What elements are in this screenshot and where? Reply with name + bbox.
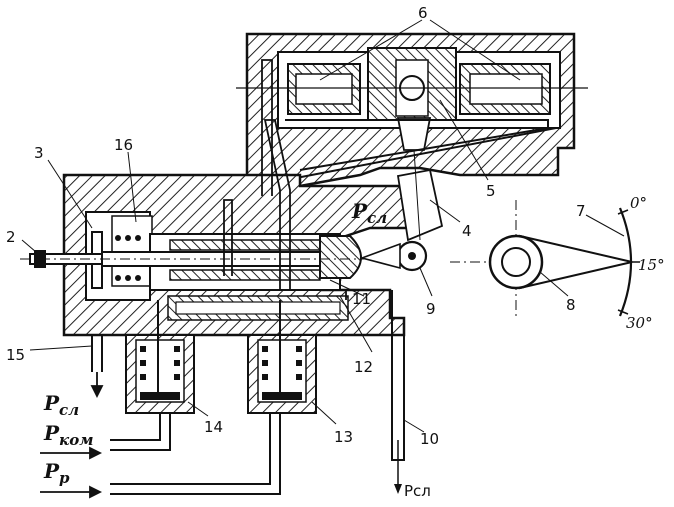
label-6: 6 — [418, 4, 428, 22]
p-kom: Pком — [43, 421, 93, 449]
leader-lines — [21, 19, 625, 433]
scale-0-deg: 0° — [630, 194, 647, 212]
label-16: 16 — [114, 136, 133, 154]
p-sl-bottom: Pсл — [404, 482, 431, 500]
pressure-labels: Pсл Pсл Pком Pр Pсл — [43, 199, 431, 500]
pipes — [91, 335, 281, 495]
label-4: 4 — [462, 222, 472, 240]
label-5: 5 — [486, 182, 496, 200]
label-8: 8 — [566, 296, 576, 314]
label-12: 12 — [354, 358, 373, 376]
angle-scale: 0° 15° 30° — [626, 194, 665, 332]
label-15: 15 — [6, 346, 25, 364]
p-sl-inner: Pсл — [351, 199, 387, 227]
callout-labels: 2 3 16 6 5 4 7 8 9 11 12 10 13 14 15 — [6, 4, 586, 448]
label-9: 9 — [426, 300, 436, 318]
main-housing — [20, 59, 422, 337]
cylinder-13 — [247, 300, 317, 414]
label-2: 2 — [6, 228, 16, 246]
label-3: 3 — [34, 144, 44, 162]
cylinder-14 — [125, 300, 195, 414]
lever-assembly — [359, 149, 444, 494]
upper-housing — [236, 32, 588, 188]
label-11: 11 — [352, 290, 371, 308]
label-14: 14 — [204, 418, 223, 436]
scale-30-deg: 30° — [626, 314, 653, 332]
label-13: 13 — [334, 428, 353, 446]
scale-15-deg: 15° — [638, 256, 665, 274]
p-sl-left: Pсл — [43, 391, 79, 419]
cam-pointer-assembly — [450, 200, 640, 320]
flow-arrows — [40, 372, 104, 499]
label-7: 7 — [576, 202, 586, 220]
label-10: 10 — [420, 430, 439, 448]
p-r: Pр — [43, 459, 70, 487]
